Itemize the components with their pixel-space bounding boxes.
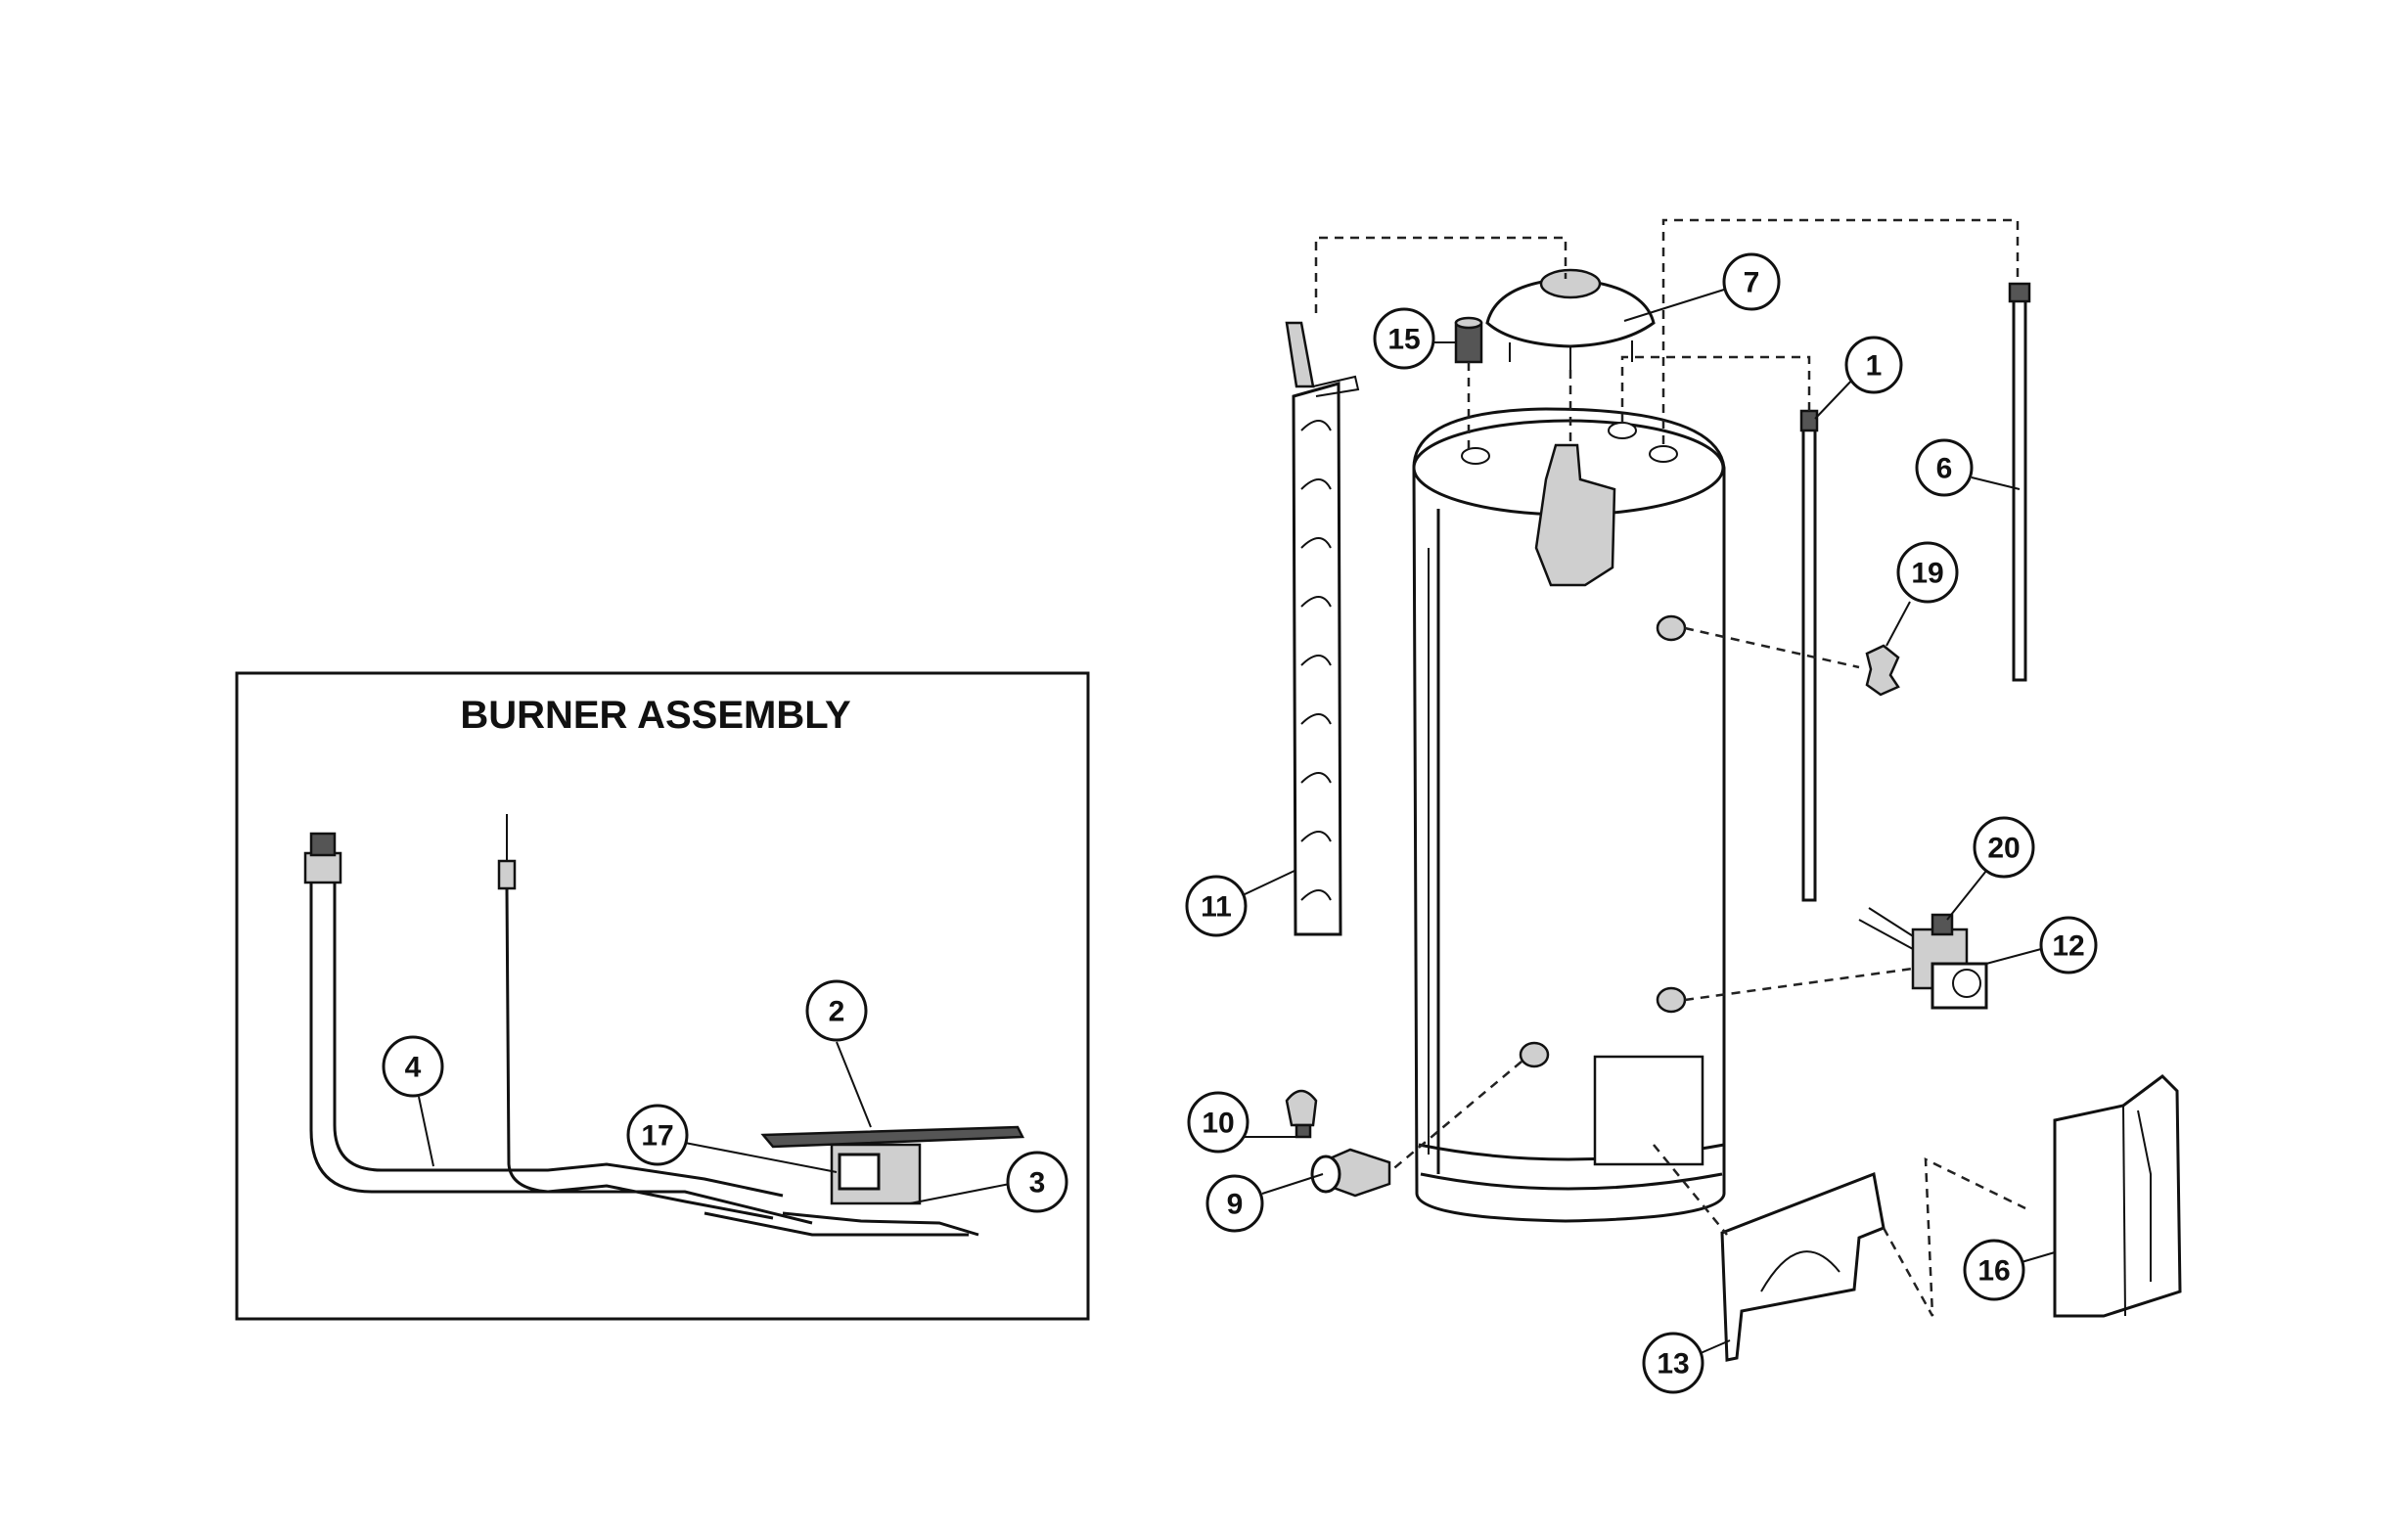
- callout-20: 20: [1946, 816, 2035, 921]
- draft-hood: [1485, 268, 1656, 370]
- water-heater-tank: [1412, 407, 1726, 1223]
- drain-valve: [1285, 1089, 1391, 1198]
- callout-3: 3: [909, 1151, 1068, 1213]
- relief-valve: [1865, 644, 1900, 697]
- assembly-dashed-lines: [1314, 218, 2026, 1317]
- inner-door: [1720, 1171, 1886, 1362]
- callout-17: 17: [626, 1104, 838, 1173]
- callout-11: 11: [1185, 870, 1295, 937]
- svg-text:12: 12: [2052, 930, 2084, 963]
- callout-10: 10: [1187, 1091, 1301, 1154]
- svg-text:6: 6: [1936, 453, 1953, 485]
- svg-text:15: 15: [1387, 324, 1420, 356]
- svg-text:7: 7: [1744, 267, 1760, 299]
- svg-text:11: 11: [1201, 891, 1232, 924]
- callout-2: 2: [805, 979, 872, 1128]
- callout-9: 9: [1205, 1173, 1324, 1233]
- svg-text:19: 19: [1911, 558, 1943, 590]
- svg-text:2: 2: [829, 996, 845, 1028]
- callout-12: 12: [1985, 916, 2098, 974]
- gas-control-valve: [1858, 907, 1988, 1010]
- svg-text:17: 17: [641, 1120, 673, 1153]
- flue-baffle: [1285, 321, 1360, 936]
- baffle-fins: [1300, 420, 1332, 901]
- callout-7: 7: [1623, 252, 1781, 322]
- callout-4: 4: [382, 1035, 444, 1167]
- svg-text:20: 20: [1987, 833, 2020, 865]
- svg-text:1: 1: [1866, 350, 1883, 383]
- svg-text:16: 16: [1977, 1255, 2010, 1288]
- callout-15: 15: [1373, 307, 1456, 370]
- heat-trap-nipple: [1454, 316, 1483, 364]
- thermocouple: [497, 814, 813, 1225]
- burner-head: [704, 1125, 1024, 1237]
- callout-6: 6: [1915, 438, 2021, 497]
- callout-13: 13: [1642, 1332, 1731, 1394]
- burner-assembly-title: BURNER ASSEMBLY: [460, 694, 851, 737]
- burner-assembly-inset: BURNER ASSEMBLY 2: [235, 671, 1090, 1321]
- svg-text:13: 13: [1657, 1348, 1689, 1381]
- dip-tube: [2008, 282, 2031, 682]
- svg-text:10: 10: [1202, 1108, 1234, 1140]
- svg-text:9: 9: [1227, 1189, 1244, 1221]
- outer-door: [2053, 1074, 2182, 1318]
- svg-text:4: 4: [405, 1052, 422, 1084]
- callout-1: 1: [1814, 336, 1903, 420]
- callout-19: 19: [1886, 541, 1959, 647]
- anode-rod: [1799, 409, 1819, 902]
- svg-text:3: 3: [1029, 1167, 1046, 1200]
- callout-16: 16: [1963, 1239, 2056, 1301]
